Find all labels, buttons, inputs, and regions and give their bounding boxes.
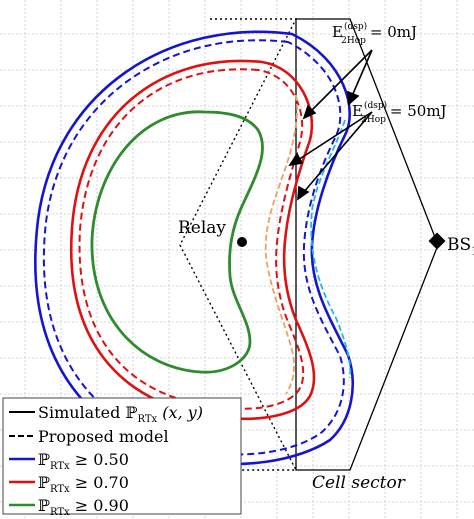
legend-entry-p070: ℙRTx ≥ 0.70 (38, 473, 129, 495)
contour-blue-simulated (34, 30, 354, 466)
legend-box (2, 397, 242, 515)
annotation-arrows (288, 49, 373, 201)
contour-cyan-50mJ (310, 119, 352, 379)
legend-entry-simulated: Simulated ℙRTx (x, y) (38, 403, 203, 425)
energy-label-50mJ: E(dsp)2Hop= 50mJ (352, 100, 447, 125)
bs-marker (428, 232, 446, 250)
cell-sector-boundary (295, 18, 439, 471)
contour-blue-proposed (42, 39, 345, 456)
relay-region-boundary (179, 18, 298, 471)
legend-entry-p050: ℙRTx ≥ 0.50 (38, 450, 129, 472)
legend-entry-p090: ℙRTx ≥ 0.90 (38, 496, 129, 518)
contour-red-simulated (69, 59, 316, 421)
legend-entry-proposed: Proposed model (38, 427, 169, 446)
contour-orange-0mJ (264, 94, 298, 395)
energy-label-0mJ: E(dsp)2Hop= 0mJ (332, 21, 417, 46)
bs-label: BS1 (447, 235, 474, 258)
relay-marker (237, 237, 247, 247)
cell-sector-label: Cell sector (312, 473, 406, 493)
relay-label: Relay (178, 218, 226, 238)
legend: Simulated ℙRTx (x, y) Proposed model ℙRT… (2, 397, 242, 518)
contour-green-simulated (90, 110, 264, 374)
